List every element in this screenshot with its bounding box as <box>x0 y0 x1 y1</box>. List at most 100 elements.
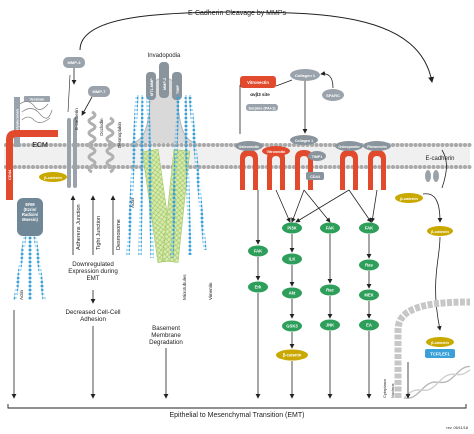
nuclear-envelope <box>394 298 471 398</box>
mmp2-label: MMP-2 <box>163 78 167 90</box>
cd44-right-label: CD44 <box>310 175 321 179</box>
vitronectin-top-label: Vitronectin <box>247 80 269 85</box>
signal-node-label-fak3: FAK <box>365 226 373 231</box>
signal-node-label-pi3k: PI3K <box>287 226 296 231</box>
timp1-label: TIMP1 <box>312 155 323 159</box>
signaling-nodes: FAKErkPI3KILKAktGSK3β-cateninFAKRacJNKFA… <box>248 222 379 361</box>
mmp3-badge <box>63 57 85 68</box>
integrin-receptor <box>368 150 386 190</box>
sparc-to-collagen-arrow <box>320 71 334 89</box>
invadopodia-label: Invadopodia <box>148 53 181 59</box>
tcf-lef1-badge <box>425 349 455 358</box>
version-label: rev. 06/11/18 <box>446 426 468 430</box>
actin-label-left: Actin <box>19 289 24 300</box>
mmp3-label: MMP-3 <box>68 60 82 65</box>
beta-catenin-nucleus-badge <box>426 337 454 347</box>
osteonectin-label: Osteonectin <box>239 145 260 149</box>
mt1mmp-2 <box>159 62 169 98</box>
signal-node-erk <box>248 281 268 293</box>
signal-node-fak3 <box>359 222 379 234</box>
signal-node-label-rac: Rac <box>326 288 334 293</box>
integrin-receptor <box>240 150 258 190</box>
mt1mmp-1 <box>146 72 156 100</box>
integrin-receptor <box>267 150 285 190</box>
fibronectin-label: Fibronectin <box>367 145 387 149</box>
erm-complex <box>17 198 43 236</box>
dna-helix <box>403 365 471 399</box>
tight-label: Tight Junction <box>96 216 102 250</box>
signal-edge <box>303 189 331 223</box>
beta-catenin-cyto-badge <box>427 226 453 236</box>
vitronectin-badge <box>262 146 290 156</box>
collagen1-badge <box>290 135 318 145</box>
emt-bracket <box>7 404 467 409</box>
signal-node-fak1 <box>248 245 268 257</box>
actin-filaments-left <box>13 235 46 301</box>
mt1mmp-label: MT1-MMP <box>150 78 154 96</box>
signal-node-jnk <box>320 319 340 331</box>
beta-catenin-left-label: β-catenin <box>44 175 62 180</box>
actin-label-mid: Actin <box>130 197 135 208</box>
microtubules-label: Microtubules <box>182 274 187 300</box>
timp1-badge <box>308 151 326 161</box>
signal-node-mek <box>359 289 379 301</box>
cleavage-arrow-left <box>79 11 238 51</box>
occludin-label: Occludin <box>99 118 104 136</box>
signal-node-ilk <box>282 253 302 265</box>
sparc-badge <box>322 89 344 101</box>
vitronectin-label: Vitronectin <box>267 150 286 154</box>
collagen1-label: Collagen 1 <box>295 139 313 143</box>
signal-node-label-akt: Akt <box>289 291 296 296</box>
signal-node-pi3k <box>282 222 302 234</box>
osteopontin-badge <box>335 141 363 151</box>
adherens-label: Adherens Junction <box>76 204 82 250</box>
alpha-beta-site-label: αvβ3 site <box>250 92 270 97</box>
ecadherin-label-left: E-cadherin <box>74 108 79 130</box>
cd44-right-badge <box>306 172 324 180</box>
desmoplakin-label: Desmoplakin <box>117 121 122 148</box>
ecadherin-right-head-2 <box>433 170 439 182</box>
nucleus-label: Nucleus <box>390 384 395 398</box>
beta-catenin-right-label: β-catenin <box>400 196 418 201</box>
signal-edge <box>291 189 305 223</box>
desmoplakin-coil <box>105 116 115 174</box>
versican-shape <box>24 96 50 102</box>
signal-edge <box>370 189 378 223</box>
signal-node-akt <box>282 287 302 299</box>
signal-node-label-ea: EA <box>366 323 372 328</box>
mmp7-badge <box>88 86 110 97</box>
serpine-label: Serpine (PAI-1) <box>249 107 277 111</box>
signaling-edges <box>255 189 378 399</box>
ecadherin-right-label: E-cadherin <box>425 156 454 162</box>
signal-node-fak2 <box>320 222 340 234</box>
signal-edge <box>348 189 372 223</box>
ecadherin-cycle-arrow <box>441 149 447 189</box>
integrin-receptor <box>340 150 358 190</box>
hyaluronan-label: Hyaluronan <box>16 108 20 130</box>
erm-label: ERM(Ezrin/Radixin/Moesin) <box>22 202 39 222</box>
versican-label: Versican <box>30 98 45 102</box>
beta-catenin-left-badge <box>39 172 67 182</box>
ecm-fibers <box>19 101 53 123</box>
signal-node-rac <box>320 284 340 296</box>
cleavage-arrow-right <box>236 11 435 83</box>
timp-label: TIMP <box>176 84 180 94</box>
signal-node-label-gsk3: GSK3 <box>286 324 298 329</box>
title: E-Cadherin Cleavage by MMPs <box>188 10 287 17</box>
beta-catenin-to-nucleus-arrow <box>435 236 442 331</box>
signal-node-label-fak2: FAK <box>326 226 334 231</box>
mmp7-arrow <box>81 96 93 116</box>
beta-catenin-cyto-label: β-catenin <box>431 229 449 234</box>
occludin-coil <box>87 110 97 174</box>
signal-node-ea <box>359 319 379 331</box>
beta-catenin-release-arrow <box>422 193 443 223</box>
signal-node-label-ilk: ILK <box>289 257 296 262</box>
collagen-vitronectin-link <box>275 79 293 87</box>
mmp-guide-line <box>67 74 71 113</box>
collagen1-top-badge <box>290 69 320 81</box>
mmp7-label: MMP-7 <box>93 89 107 94</box>
